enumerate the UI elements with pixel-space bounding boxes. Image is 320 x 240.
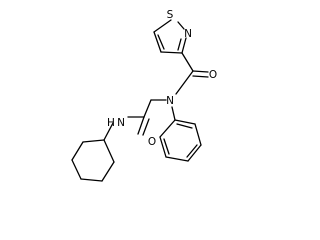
bond-n1-s1	[177, 21, 185, 30]
atom-label-h: H	[107, 117, 115, 129]
glycinamide-linker	[127, 99, 152, 136]
atom-label-o-linker: O	[148, 136, 156, 148]
bond-ch2-carbonyl	[143, 99, 152, 118]
atom-label-n-isothiazole: N	[184, 28, 192, 40]
atom-label-n-amine: N	[117, 117, 125, 129]
bond-c5-c4-inner	[157, 34, 165, 50]
phenyl-bond-3	[165, 156, 189, 162]
cyclohexyl-bond-1	[82, 139, 105, 143]
bond-c3-n1-inner	[177, 38, 182, 51]
atom-label-n-amide: N	[166, 95, 174, 107]
molecule-diagram: S N O N O H N	[71, 9, 217, 182]
bond-carbonyl-o	[192, 70, 209, 73]
bond-nh-cyclohexyl	[103, 122, 114, 141]
atom-label-o-amide: O	[209, 69, 217, 81]
phenyl-bond-2	[159, 136, 167, 158]
phenyl-bond-5	[194, 123, 202, 146]
phenyl-bond-1	[159, 119, 176, 138]
cyclohexyl-bond-2	[71, 141, 84, 161]
bond-n-phenyl	[171, 106, 176, 121]
phenyl-bond-4	[187, 144, 202, 162]
bond-c3-carbonyl	[181, 52, 194, 72]
bond-c4-c3	[160, 51, 183, 54]
bond-c5-c4	[153, 31, 162, 53]
atom-label-s: S	[167, 9, 174, 21]
bond-carbonyl-n	[175, 70, 194, 95]
bond-s1-c5	[153, 19, 172, 33]
cyclohexyl-ring	[71, 122, 115, 182]
bond-carbonyl2-o-double	[142, 118, 150, 136]
bond-carbonyl-o-double	[192, 75, 209, 78]
cyclohexyl-bond-3	[71, 159, 82, 180]
phenyl-ring	[159, 119, 202, 162]
phenyl-inner-2	[186, 144, 198, 158]
cyclohexyl-bond-4	[80, 178, 103, 182]
phenyl-bond-6	[174, 119, 196, 125]
n-substituents	[150, 99, 176, 121]
isothiazole-ring	[153, 19, 187, 54]
phenyl-inner-3	[176, 123, 193, 129]
phenyl-inner-1	[163, 138, 170, 155]
cyclohexyl-bond-5	[101, 161, 115, 182]
carboxamide-group	[175, 52, 209, 95]
bond-carbonyl2-o	[137, 116, 145, 135]
bond-c3-n1	[181, 37, 187, 54]
cyclohexyl-bond-6	[103, 139, 115, 163]
